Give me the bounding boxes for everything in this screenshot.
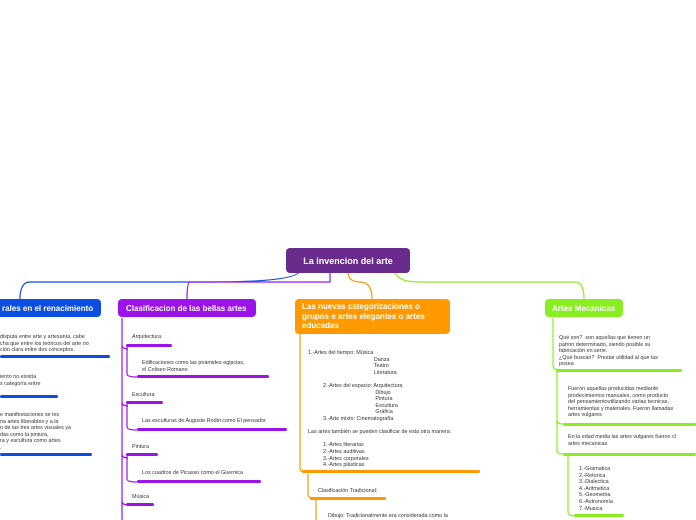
mecanicas-item-1-underline	[556, 369, 682, 372]
bellas-item-arquitectura: Arquitectura	[132, 334, 162, 340]
branch-artes-mecanicas[interactable]: Artes Mecanicas	[545, 299, 623, 317]
renacimiento-item-3-underline	[0, 453, 92, 456]
nuevas-sub-title: Clasificación Tradicional:	[318, 488, 378, 494]
bellas-detail-arquitectura-underline	[137, 375, 269, 378]
mecanicas-item-1: Qué son? son aquellas que tienen un patr…	[559, 335, 658, 368]
mecanicas-item-3-underline	[563, 453, 696, 456]
mecanicas-item-4: 1.-Gramatica 2.-Retorica 3.-Dialectica 4…	[579, 466, 613, 512]
branch-bellas-artes-label: Clasificacion de las bellas artes	[126, 303, 247, 313]
bellas-detail-pintura: Los cuadros de Picasso como el Guernica	[142, 470, 243, 476]
bellas-detail-arquitectura: Edificaciones como las pirámides egipcia…	[142, 360, 245, 373]
nuevas-body-underline	[302, 470, 480, 473]
branch-bellas-artes[interactable]: Clasificacion de las bellas artes	[118, 299, 256, 317]
bellas-detail-pintura-underline	[137, 480, 261, 483]
mecanicas-item-3: En la edad media las artes vulgares fuer…	[568, 434, 676, 447]
nuevas-body: 1.-Artes del tiempo: Música Danza Teatro…	[308, 350, 452, 469]
renacimiento-item-3: e manifestaciones se les na artes libera…	[0, 412, 72, 451]
nuevas-sub-detail: Dibujo: Tradicionalmente era considerada…	[328, 513, 448, 519]
nuevas-sub-title-underline	[310, 497, 386, 500]
bellas-item-musica: Música	[132, 494, 150, 500]
mecanicas-item-4-underline	[574, 514, 624, 517]
root-topic[interactable]: La invencion del arte	[286, 248, 410, 273]
bellas-item-pintura-underline	[126, 453, 158, 456]
mecanicas-item-2: Fueron aquellas producidas mediante prod…	[568, 386, 674, 419]
renacimiento-item-2-underline	[0, 395, 58, 398]
branch-renacimiento[interactable]: rales en el renacimiento	[0, 299, 101, 317]
renacimiento-item-1-underline	[0, 355, 110, 358]
mecanicas-item-2-underline	[563, 423, 696, 426]
bellas-detail-escultura: Las esculturas de Auguste Rodin como El …	[142, 418, 266, 424]
renacimiento-item-2: iento no existía s categoría entre	[0, 374, 41, 387]
branch-mecanicas-label: Artes Mecanicas	[552, 303, 616, 313]
bellas-item-musica-underline	[126, 503, 154, 506]
bellas-item-escultura-underline	[126, 401, 163, 404]
bellas-item-escultura: Escultura	[132, 392, 155, 398]
branch-nuevas-categorizaciones[interactable]: Las nuevas categorizaciones o grupos e a…	[295, 299, 450, 334]
renacimiento-item-1: disputa entre arte y artesanía, cabe cha…	[0, 334, 89, 354]
branch-nuevas-label: Las nuevas categorizaciones o grupos e a…	[302, 302, 425, 331]
bellas-item-arquitectura-underline	[126, 344, 172, 347]
branch-renacimiento-label: rales en el renacimiento	[2, 303, 94, 313]
bellas-detail-escultura-underline	[137, 428, 287, 431]
root-topic-label: La invencion del arte	[303, 255, 393, 266]
bellas-item-pintura: Pintura	[132, 444, 150, 450]
